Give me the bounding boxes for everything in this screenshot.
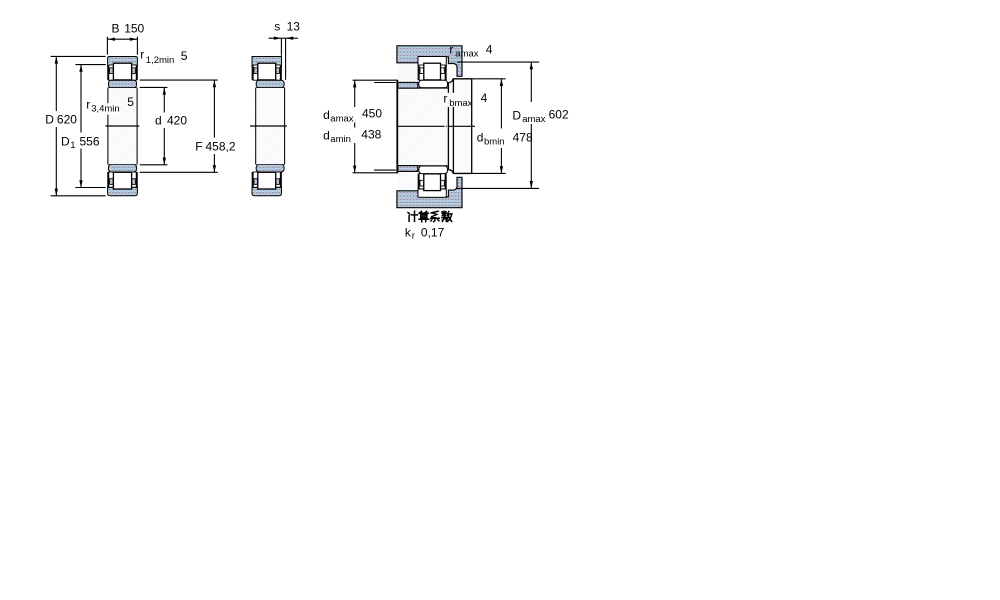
svg-text:458,2: 458,2 <box>206 140 236 154</box>
svg-text:13: 13 <box>287 20 301 34</box>
svg-text:r: r <box>412 231 415 242</box>
svg-text:5: 5 <box>127 95 134 109</box>
svg-text:438: 438 <box>361 127 381 141</box>
svg-text:1: 1 <box>70 140 75 151</box>
svg-text:0,17: 0,17 <box>421 225 445 239</box>
svg-text:4: 4 <box>481 91 488 105</box>
svg-text:556: 556 <box>80 134 100 148</box>
svg-text:amax: amax <box>455 48 478 59</box>
svg-text:B: B <box>112 21 120 35</box>
svg-text:420: 420 <box>167 113 187 127</box>
svg-text:D: D <box>61 134 70 148</box>
svg-text:amax: amax <box>522 114 545 125</box>
svg-text:d: d <box>323 129 330 143</box>
svg-text:478: 478 <box>513 131 533 145</box>
svg-text:150: 150 <box>124 21 144 35</box>
svg-text:amin: amin <box>330 134 351 145</box>
svg-text:3,4min: 3,4min <box>91 104 120 115</box>
svg-text:r: r <box>140 48 144 62</box>
svg-text:d: d <box>477 131 484 145</box>
svg-text:D: D <box>45 113 54 127</box>
svg-text:bmax: bmax <box>449 98 472 109</box>
svg-text:1,2min: 1,2min <box>146 55 175 66</box>
svg-text:450: 450 <box>362 106 382 120</box>
svg-text:amax: amax <box>330 114 353 125</box>
svg-text:r: r <box>443 92 447 106</box>
svg-text:D: D <box>512 109 521 123</box>
svg-text:s: s <box>274 20 280 34</box>
svg-text:5: 5 <box>181 49 188 63</box>
svg-text:620: 620 <box>57 113 77 127</box>
svg-text:bmin: bmin <box>484 136 505 147</box>
svg-text:r: r <box>449 43 453 57</box>
svg-text:d: d <box>155 113 162 127</box>
svg-text:F: F <box>195 140 202 154</box>
svg-text:r: r <box>86 98 90 112</box>
svg-text:d: d <box>323 108 330 122</box>
svg-text:602: 602 <box>549 108 569 122</box>
svg-text:4: 4 <box>486 43 493 57</box>
svg-text:k: k <box>405 225 412 239</box>
